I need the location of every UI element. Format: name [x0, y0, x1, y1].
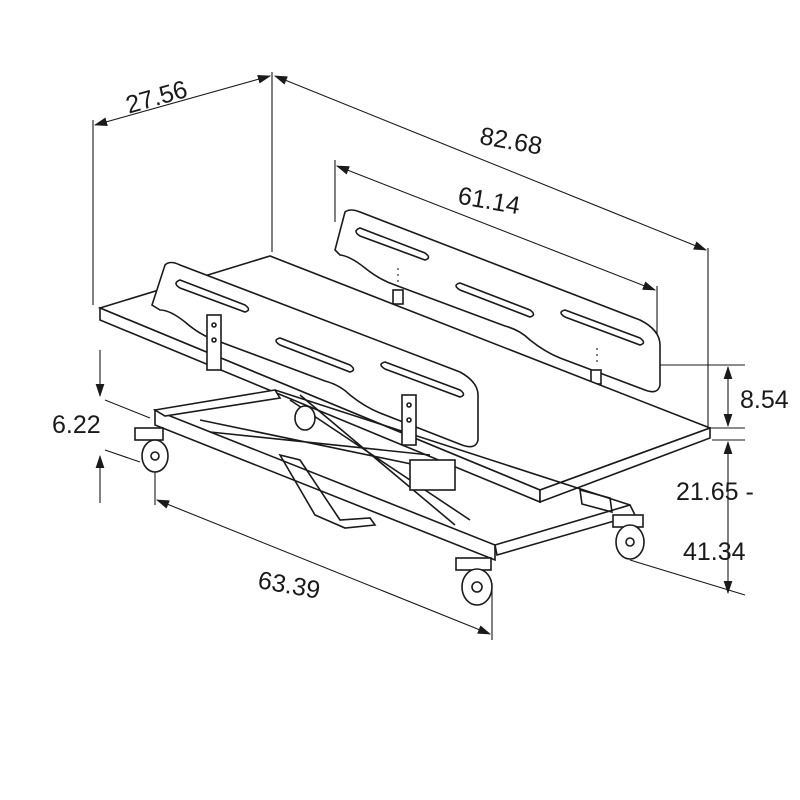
dim-rail-length-label: 61.14	[456, 182, 523, 220]
back-rail	[334, 209, 661, 393]
dim-width-label: 27.56	[123, 75, 191, 119]
dim-height-min-label: 21.65 -	[676, 478, 754, 506]
casters	[134, 405, 645, 606]
dim-base-length-label: 63.39	[256, 566, 322, 604]
dim-base-clearance-label: 6.22	[52, 411, 101, 439]
dim-height-max-label: 41.34	[683, 538, 746, 566]
base-frame	[152, 389, 637, 562]
dim-rail-height-label: 8.54	[740, 386, 789, 414]
caster-front-left	[134, 427, 169, 473]
caster-front-right	[455, 557, 493, 606]
caster-back-left	[294, 405, 316, 431]
front-rail	[151, 261, 479, 448]
caster-back-right	[612, 514, 645, 560]
dimension-lines	[93, 75, 733, 635]
dim-length-label: 82.68	[478, 122, 544, 160]
